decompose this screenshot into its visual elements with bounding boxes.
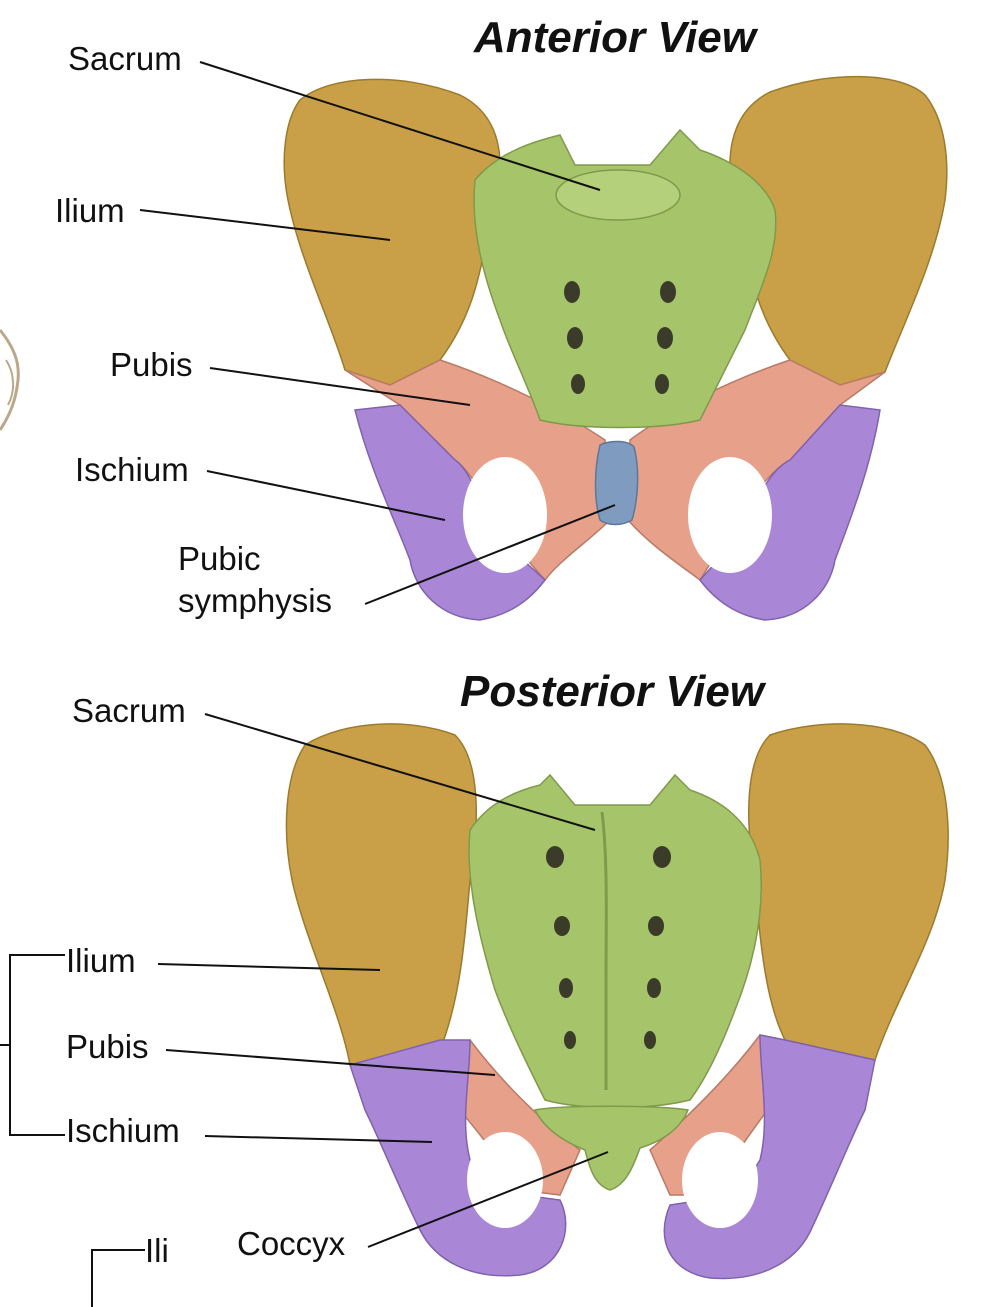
posterior-right-pubis: [649, 1034, 786, 1196]
anterior-pelvis-illustration: [283, 75, 948, 621]
posterior-label-ilium: Ilium: [66, 942, 136, 979]
posterior-view-title: Posterior View: [460, 667, 767, 716]
anterior-leader-pubis: [209, 367, 471, 406]
anterior-label-symphysis: symphysis: [178, 582, 332, 619]
anterior-sacrum: [473, 128, 777, 429]
anterior-label-pubis: Pubis: [110, 346, 193, 383]
cropped-bracket-fragment: [91, 1249, 145, 1307]
anterior-right-ilium: [729, 75, 948, 386]
posterior-leader-pubis: [165, 1049, 496, 1076]
posterior-leader-ischium: [204, 1135, 433, 1143]
anterior-pubic-symphysis: [594, 440, 639, 526]
anterior-label-ilium: Ilium: [55, 192, 125, 229]
posterior-label-ischium: Ischium: [66, 1112, 180, 1149]
anterior-left-ilium: [283, 78, 501, 386]
posterior-leader-ilium: [157, 963, 381, 971]
cropped-label-fragment: Ili: [145, 1232, 169, 1269]
posterior-pelvis-illustration: [285, 723, 949, 1280]
anterior-leader-sacrum: [199, 61, 601, 191]
posterior-coccyx: [533, 1105, 690, 1191]
posterior-label-sacrum: Sacrum: [72, 692, 186, 729]
posterior-label-pubis: Pubis: [66, 1028, 149, 1065]
posterior-left-pubis: [439, 1039, 581, 1196]
posterior-sacrum: [468, 773, 763, 1109]
posterior-leader-coccyx: [367, 1151, 609, 1248]
anterior-view-title: Anterior View: [473, 13, 759, 62]
posterior-leader-sacrum: [204, 713, 596, 831]
anterior-leader-ischium: [206, 470, 446, 521]
cropped-skeleton-fragment: [0, 329, 20, 431]
posterior-right-ilium: [748, 723, 949, 1061]
posterior-label-coccyx: Coccyx: [237, 1225, 346, 1262]
anterior-label-ischium: Ischium: [75, 451, 189, 488]
anterior-leader-ilium: [139, 209, 391, 241]
posterior-left-ilium: [285, 723, 477, 1066]
anterior-leader-pubic-symphysis: [364, 504, 616, 605]
posterior-hip-bone-bracket: [0, 954, 65, 1136]
anterior-label-sacrum: Sacrum: [68, 40, 182, 77]
anterior-label-pubic: Pubic: [178, 540, 261, 577]
